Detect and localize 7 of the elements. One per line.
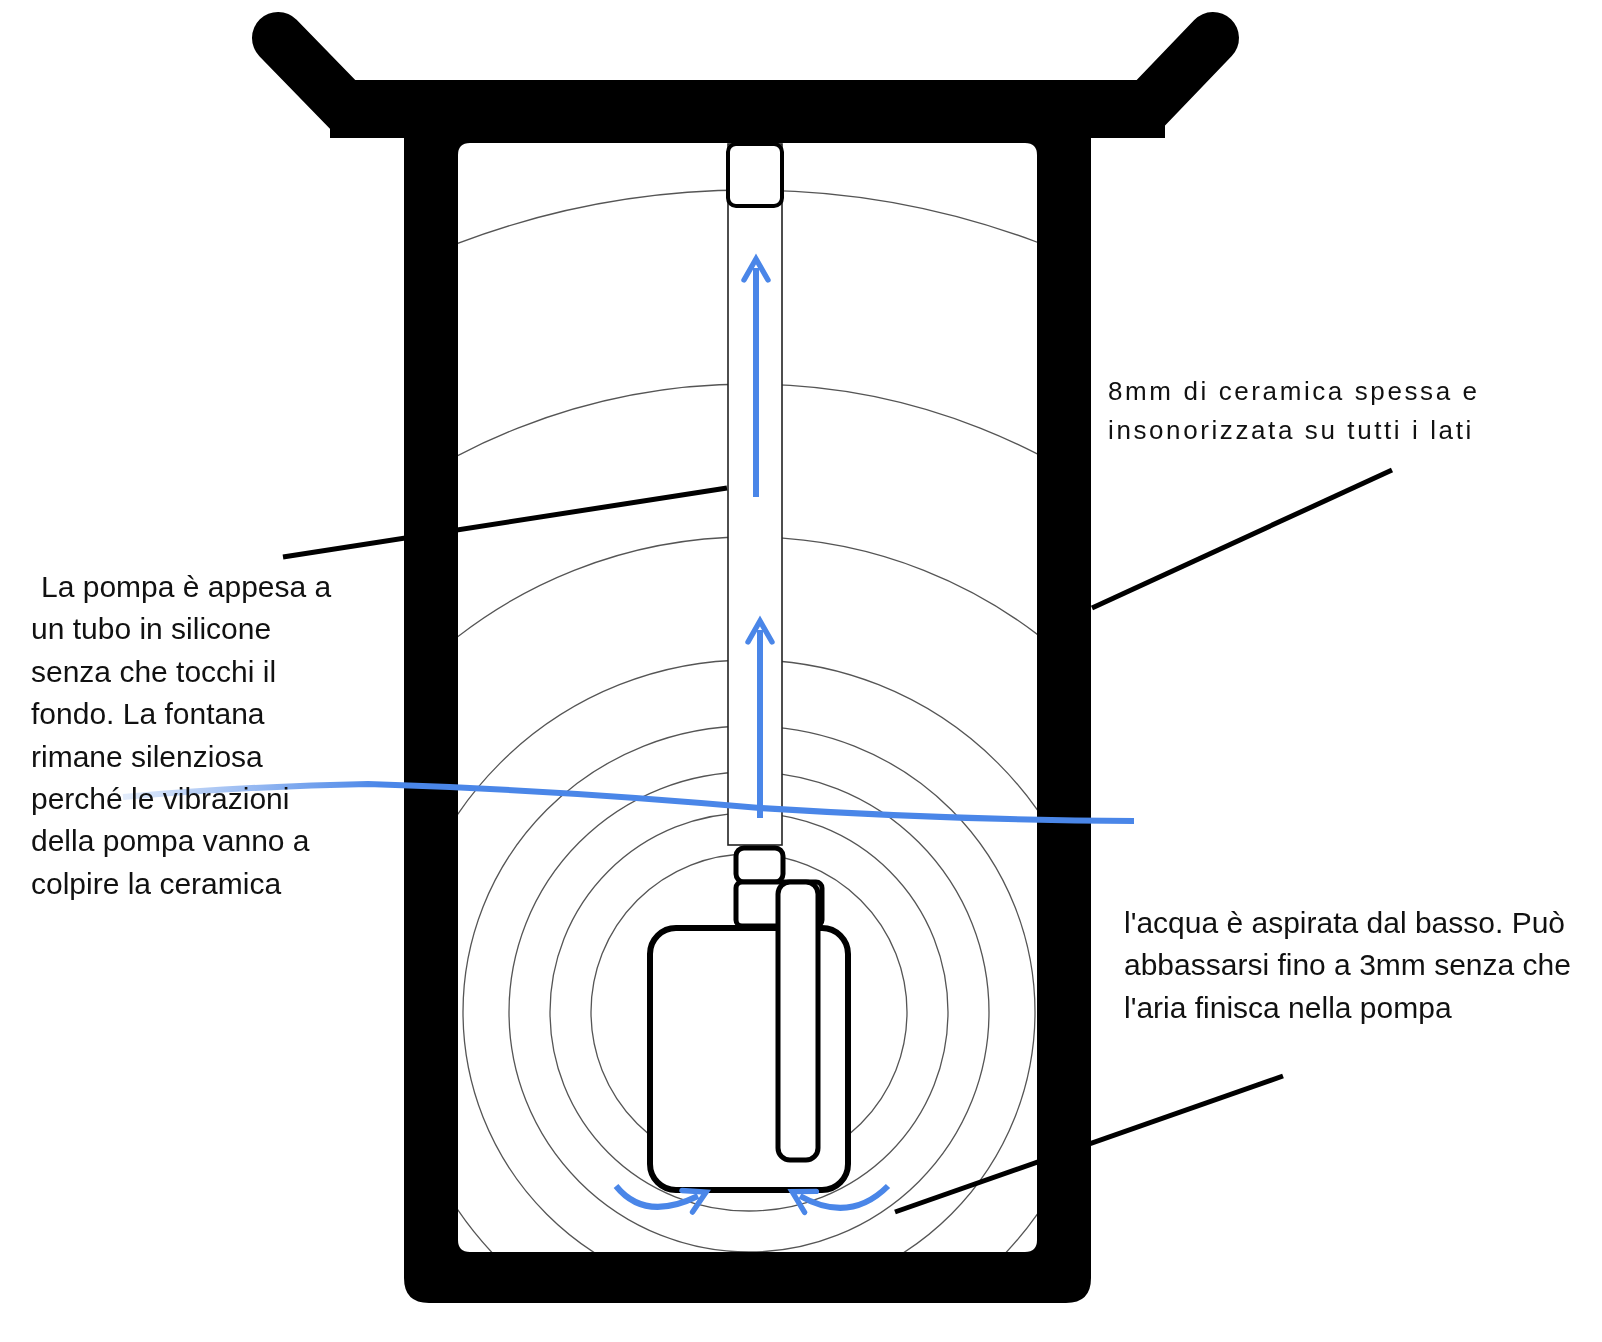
leader-line: [1090, 467, 1394, 611]
leader-line: [894, 1073, 1284, 1215]
leader-line: [282, 485, 728, 560]
annotation-text: l'acqua è aspirata dal basso. Può abbassarsi fino a 3mm senza che l'aria finisca nella pompa: [1124, 902, 1579, 1030]
annotation-text: La pompa è appesa a un tubo in silicone senza che tocchi il fondo. La fontana rimane silenziosa perché le vibrazioni della pompa vanno a colpire la ceramica: [31, 566, 359, 906]
annotation-text: 8mm di ceramica spessa e insonorizzata su tutti i lati: [1108, 372, 1600, 450]
silicone-tube-drawing: [727, 143, 783, 845]
